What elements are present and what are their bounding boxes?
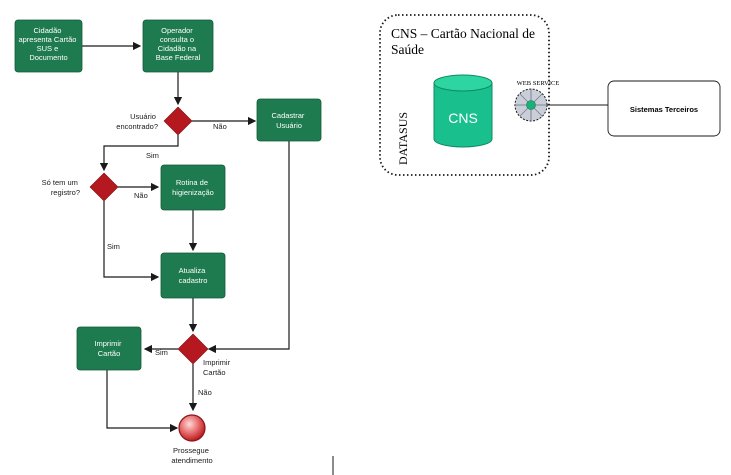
box-operador-line: Base Federal	[156, 53, 201, 62]
box-atualiza: Atualiza cadastro	[160, 252, 226, 299]
box-cidadao-line: Cidadão	[33, 26, 61, 35]
label-sim-atualiza: Sim	[107, 242, 120, 251]
cns-database-cylinder: CNS	[433, 74, 493, 148]
decision-registro-label: Só tem um registro?	[42, 178, 80, 197]
label-nao-prossegue: Não	[198, 388, 212, 397]
label-nao-cadastrar: Não	[213, 122, 227, 131]
box-imprimir: Imprimir Cartão	[76, 326, 142, 371]
decision-imprimir-cartao	[177, 333, 209, 365]
box-rotina-line: higienização	[172, 188, 214, 197]
svg-text:Cadastrar Usuário: Cadastrar Usuário	[271, 111, 306, 130]
svg-text:Rotina de higienização: Rotina de higienização	[172, 178, 214, 197]
box-cidadao-line: SUS e	[37, 44, 59, 53]
decision-usuario-encontrado	[163, 106, 193, 136]
arrow-decision2-sim-to-atualiza	[103, 201, 160, 282]
third-party-box: Sistemas Terceiros	[607, 80, 721, 137]
box-operador-line: Cidadão na	[158, 44, 197, 53]
box-rotina: Rotina de higienização	[160, 164, 226, 211]
third-party-label: Sistemas Terceiros	[630, 105, 698, 114]
cylinder-label: CNS	[448, 110, 478, 126]
box-atualiza-line: cadastro	[179, 276, 208, 285]
flow-connectors	[82, 41, 290, 433]
box-cadastrar-line: Cadastrar	[271, 111, 304, 120]
arrow-imprimir-to-end	[106, 370, 179, 433]
web-service-icon	[514, 88, 548, 122]
web-service-label: WEB SERVICE	[517, 80, 560, 87]
svg-text:Atualiza cadastro: Atualiza cadastro	[179, 266, 208, 285]
arrow-decision1-sim-to-decision2	[99, 135, 179, 172]
box-rotina-line: Rotina de	[176, 178, 208, 187]
datasus-label: DATASUS	[396, 112, 410, 165]
box-operador: Operador consulta o Cidadão na Base Fede…	[142, 19, 214, 73]
box-cidadao: Cidadão apresenta Cartão SUS e Documento	[14, 19, 83, 73]
svg-text:Imprimir Cartão: Imprimir Cartão	[94, 339, 123, 358]
label-sim-encontrado: Sim	[146, 151, 159, 160]
arrow-cadastrar-to-decision3	[207, 141, 290, 354]
cns-title: CNS – Cartão Nacional de Saúde	[391, 26, 538, 57]
datasus-boundary	[379, 14, 550, 176]
box-cadastrar: Cadastrar Usuário	[256, 98, 322, 142]
svg-text:Cidadão apresenta Cartão: Cidadão apresenta Cartão SUS e Documento	[18, 26, 78, 62]
box-atualiza-line: Atualiza	[179, 266, 207, 275]
svg-text:Operador consulta o: Operador consulta o Cidadão na Base Fede…	[156, 26, 201, 62]
box-imprimir-line: Imprimir	[94, 339, 122, 348]
box-operador-line: consulta o	[160, 35, 194, 44]
box-imprimir-line: Cartão	[98, 349, 121, 358]
decision-so-tem-um-registro	[89, 172, 119, 202]
decision-usuario-label: Usuário encontrado?	[116, 112, 158, 131]
end-event-label: Prossegue atendimento	[171, 446, 212, 465]
box-cidadao-line: apresenta Cartão	[18, 35, 76, 44]
end-event-circle	[178, 414, 206, 442]
label-sim-imprimir: Sim	[155, 348, 168, 357]
label-nao-rotina: Não	[134, 191, 148, 200]
box-operador-line: Operador	[161, 26, 193, 35]
box-cadastrar-line: Usuário	[276, 121, 302, 130]
box-cidadao-line: Documento	[29, 53, 67, 62]
decision-imprimir-label: Imprimir Cartão	[203, 358, 232, 377]
